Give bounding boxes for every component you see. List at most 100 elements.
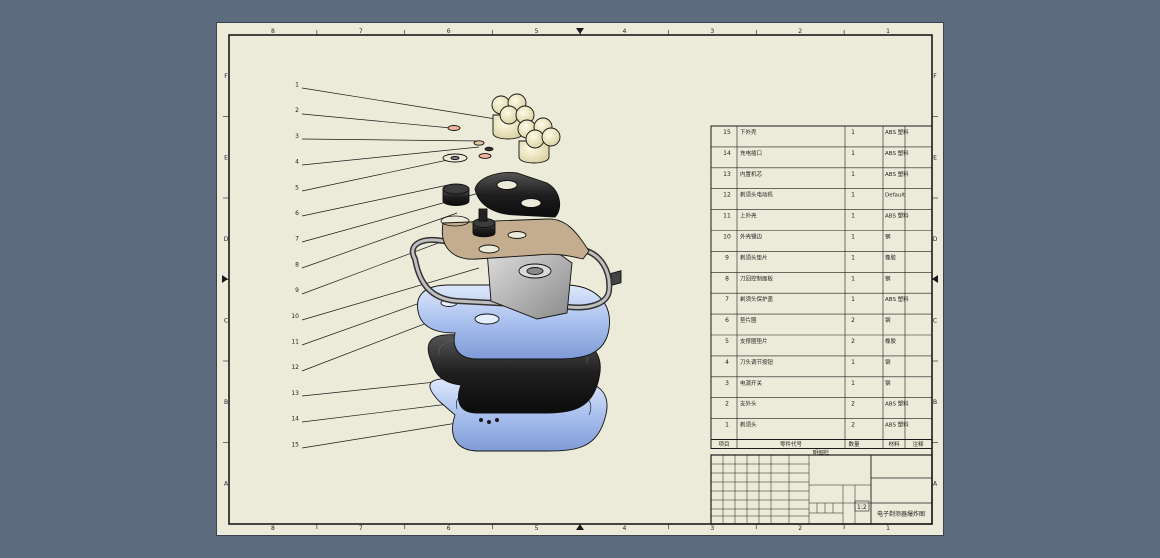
bom-row-material: 橡胶 [885,253,897,261]
part-spacer-rings [442,183,496,238]
bom-row-material: 钢 [885,379,891,387]
bom-row-item: 2 [725,401,729,408]
zone-col-top-2: 2 [798,28,802,35]
balloon-15: 15 [291,441,299,448]
bom-row-qty: 1 [851,213,855,220]
bom-header-note: 注释 [912,440,924,448]
balloon-13: 13 [291,390,299,397]
bom-row-material: ABS 塑料 [885,212,909,220]
balloon-9: 9 [295,287,299,294]
bom-row-name: 支撑圈垫片 [740,337,768,345]
part-head-cover [474,172,561,218]
bom-row-name: 电源开关 [740,379,763,387]
bom-row-name: 内置机芯 [740,170,763,178]
bom-row-item: 10 [723,234,731,241]
bom-header-qty: 数量 [848,440,860,448]
bom-header-part: 零件代号 [780,440,803,448]
bom-row-material: 钢 [885,358,891,366]
balloon-7: 7 [295,236,299,243]
bom-row-item: 13 [723,171,731,178]
zone-col-top-4: 4 [623,28,627,35]
zone-row-left-C: C [224,317,228,324]
zone-col-bottom-6: 6 [447,525,451,532]
zone-col-bottom-5: 5 [535,525,539,532]
zone-col-top-7: 7 [359,28,363,35]
bom-row-qty: 1 [851,275,855,282]
bom-row-material: Default [885,193,906,199]
bom-row-qty: 2 [851,422,855,429]
part-motor-housing [486,244,573,320]
zone-row-left-B: B [224,399,228,406]
bom-row-material: ABS 塑料 [885,170,909,178]
bom-row-material: ABS 塑料 [885,295,909,303]
balloon-1: 1 [295,82,299,89]
bom-row-qty: 1 [851,359,855,366]
bom-row-qty: 1 [851,150,855,157]
zone-row-right-E: E [933,154,937,161]
bom-row-qty: 1 [851,296,855,303]
center-markers [222,28,938,530]
part-shaver-heads [491,93,561,164]
part-head-gasket [440,215,470,227]
zone-row-right-C: C [933,317,937,324]
zone-col-top-3: 3 [710,28,714,35]
bom-row-material: ABS 塑料 [885,128,909,136]
bom-row-material: ABS 塑料 [885,149,909,157]
bom-row-name: 剃须头 [740,421,757,429]
bom-row-qty: 2 [851,401,855,408]
bom-row-item: 1 [725,422,729,429]
bom-row-name: 刀头调节按钮 [740,358,774,366]
zone-row-left-E: E [224,154,228,161]
balloon-10: 10 [291,313,299,320]
bom-row-name: 支外头 [740,400,757,408]
title-block: 1:2 电子剃须器爆炸图 [710,454,933,525]
bom-row-name: 刀回控制面板 [740,274,774,282]
zone-row-right-B: B [933,399,937,406]
bom-row-item: 8 [725,275,729,282]
zone-row-right-A: A [933,480,938,487]
bom-caption: 明细栏 [813,449,830,457]
zone-col-top-5: 5 [535,28,539,35]
zone-col-top-6: 6 [447,28,451,35]
bom-row-name: 充电插口 [740,149,762,157]
bom-row-material: 橡胶 [885,337,897,345]
zone-col-bottom-1: 1 [886,525,890,532]
balloon-12: 12 [291,364,299,371]
bom-row-material: 钢 [885,274,891,282]
bom-row-material: 钢 [885,316,891,324]
zone-col-bottom-3: 3 [710,525,714,532]
balloon-11: 11 [291,339,299,346]
bom-row-item: 4 [725,359,729,366]
balloon-14: 14 [291,416,299,423]
bom-row-qty: 1 [851,254,855,261]
drawing-title: 电子剃须器爆炸图 [877,510,925,518]
bom-row-qty: 1 [851,129,855,136]
assembly-parts [409,93,622,452]
balloon-3: 3 [295,133,299,140]
bom-row-name: 下外壳 [740,128,757,136]
zone-col-top-1: 1 [886,28,890,35]
bom-row-item: 15 [723,129,731,136]
bom-row-name: 垫片圈 [740,316,757,324]
bom-row-name: 剃须头电动机 [740,191,774,199]
balloon-6: 6 [295,210,299,217]
bom-row-qty: 1 [851,234,855,241]
bom-row-material: ABS 塑料 [885,421,909,429]
bom-row-item: 7 [725,296,729,303]
bom-header-material: 材料 [888,440,900,448]
bom-row-item: 3 [725,380,729,387]
balloon-8: 8 [295,261,299,268]
bom-row-name: 外壳镶边 [740,233,763,241]
part-head-holder [447,125,461,131]
bom-row-qty: 1 [851,171,855,178]
bom-row-item: 9 [725,254,729,261]
bom-row-item: 12 [723,192,731,199]
bom-row-name: 剃须头垫片 [740,253,768,261]
zone-col-bottom-4: 4 [623,525,627,532]
bom-row-name: 上外壳 [740,212,757,220]
zone-row-left-D: D [224,236,229,243]
bom-header-item: 项目 [718,441,729,448]
